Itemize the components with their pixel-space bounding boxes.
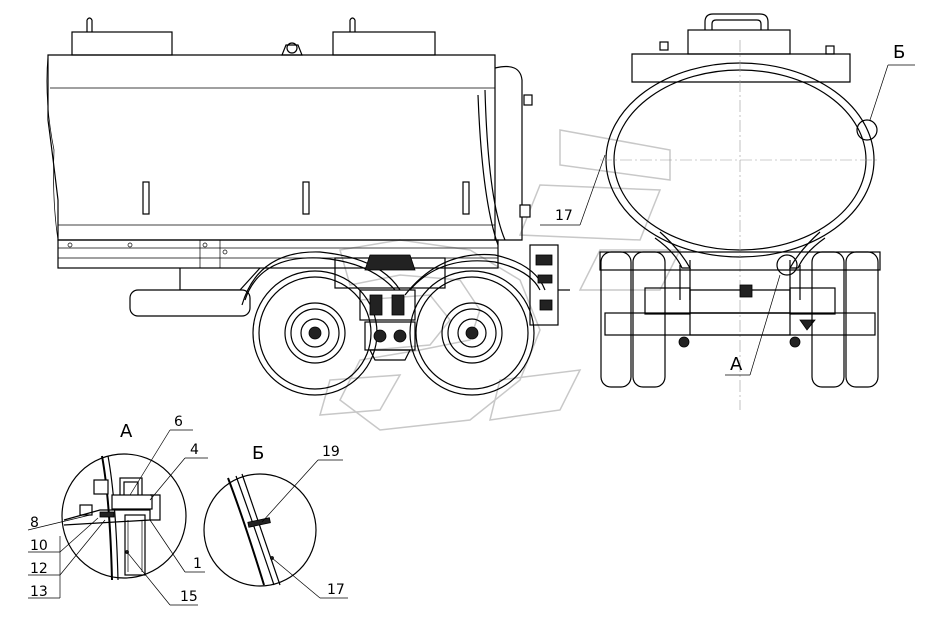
detail-A: А xyxy=(61,421,187,581)
label-12: 12 xyxy=(30,561,48,577)
detail-A-circle xyxy=(61,453,187,579)
detail-B: Б xyxy=(203,443,317,587)
hatch-front xyxy=(71,31,173,56)
callout-17-side: 17 xyxy=(540,154,606,226)
label-4: 4 xyxy=(190,442,199,458)
label-1: 1 xyxy=(193,556,202,572)
label-19: 19 xyxy=(322,444,340,460)
wheel-front xyxy=(252,270,378,396)
wheel-rear xyxy=(409,270,535,396)
label-13: 13 xyxy=(30,584,48,600)
hatch-rear xyxy=(332,31,436,56)
rear-view-tank-truck xyxy=(599,13,881,410)
label-8: 8 xyxy=(30,515,39,531)
detail-B-circle xyxy=(203,473,317,587)
label-10: 10 xyxy=(30,538,48,554)
marker-B-main: Б xyxy=(893,42,905,63)
label-17-detail: 17 xyxy=(327,582,345,598)
marker-A-detail: А xyxy=(120,421,133,442)
tank-shell xyxy=(47,54,496,241)
side-view-tank-truck xyxy=(46,17,570,396)
marker-A-main: А xyxy=(730,354,743,375)
detail-circle-B xyxy=(856,119,878,141)
marker-B-detail: Б xyxy=(252,443,264,464)
callout-B-rear: Б xyxy=(856,42,915,141)
label-6: 6 xyxy=(174,414,183,430)
detail-B-callouts: 19 17 xyxy=(261,444,348,599)
label-17-side: 17 xyxy=(555,208,573,224)
detail-A-callouts: 6 4 8 10 12 13 1 15 xyxy=(27,414,208,606)
label-15: 15 xyxy=(180,589,198,605)
callout-A-rear: А xyxy=(725,274,781,376)
